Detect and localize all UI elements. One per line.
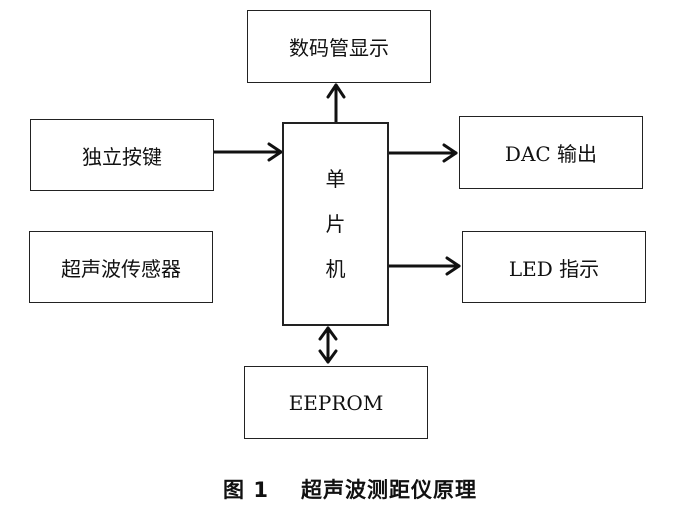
block-microcontroller: 单 片 机 [282,122,389,326]
arrow-keys-to-mcu [211,142,283,162]
block-label: EEPROM [288,390,384,415]
block-eeprom: EEPROM [244,366,428,439]
block-ultrasonic-sensor: 超声波传感器 [29,231,213,303]
figure-number: 图 1 [223,478,269,502]
mcu-label-char: 单 [325,167,346,191]
block-dac-output: DAC 输出 [459,116,643,189]
block-label: 独立按键 [82,144,162,169]
block-independent-keys: 独立按键 [30,119,214,191]
block-label: 超声波传感器 [61,256,181,281]
arrow-mcu-to-led [386,256,461,276]
block-digital-tube-display: 数码管显示 [247,10,431,83]
figure-title: 超声波测距仪原理 [300,478,477,502]
block-label: DAC 输出 [504,142,598,166]
figure-caption: 图 1 超声波测距仪原理 [0,474,700,504]
mcu-label-char: 片 [325,212,346,236]
arrow-mcu-to-dac [386,143,458,163]
arrow-mcu-eeprom-bidirectional [318,326,338,364]
block-label: 数码管显示 [289,36,389,60]
block-led-indicator: LED 指示 [462,231,646,303]
mcu-label-char: 机 [325,257,346,281]
block-label: LED 指示 [508,256,600,281]
arrow-mcu-to-display [326,83,346,125]
